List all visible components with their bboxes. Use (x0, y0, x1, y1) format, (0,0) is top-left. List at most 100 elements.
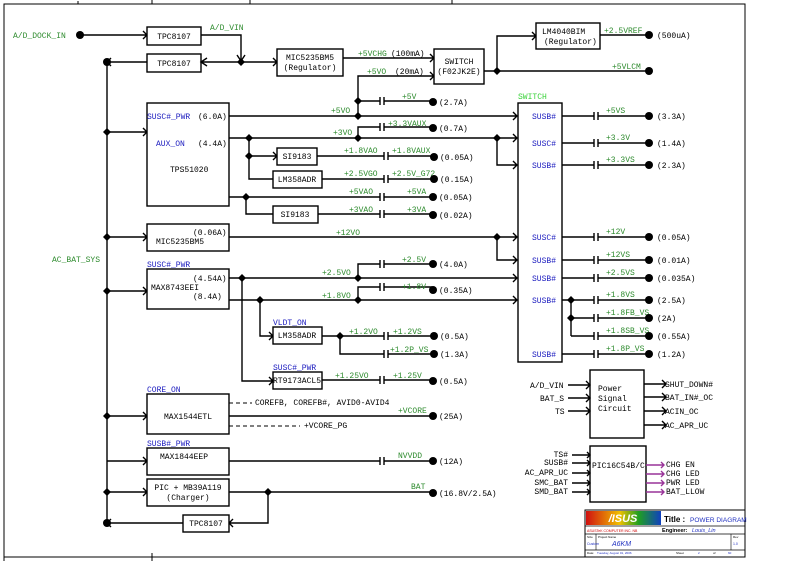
switch-output-current: (0.55A) (657, 333, 691, 342)
pic-output-label: BAT_LLOW (666, 488, 705, 497)
corefb-signals-label: COREFB, COREFB#, AVID0-AVID4 (255, 399, 390, 408)
switch-port-label: SUSB# (532, 275, 556, 284)
rail-2-5v-current: (4.0A) (439, 261, 468, 270)
rail-5vchg-current: (100mA) (391, 50, 425, 59)
psc-output-label: SHUT_DOWN# (665, 381, 713, 390)
lm358-b-vldt-on-label: VLDT_ON (273, 319, 307, 328)
switch-output-wire (562, 161, 648, 169)
switch-output-node (645, 332, 653, 340)
lm4040-label: LM4040BIM (542, 28, 585, 37)
switch-port-label: SUSB# (532, 297, 556, 306)
switch-block-title: SWITCH (518, 93, 547, 102)
switch-output-current: (2.3A) (657, 162, 686, 171)
mic5235bm5-12v-name: MIC5235BM5 (156, 238, 204, 247)
switch-output-node (645, 112, 653, 120)
rail-1-8v-label: +1.8V (402, 283, 426, 292)
switch-output-current: (0.05A) (657, 234, 691, 243)
rail-vcore-current: (25A) (439, 413, 463, 422)
rail-5v-current: (2.7A) (439, 99, 468, 108)
switch-port-label: SUSB# (532, 113, 556, 122)
asus-logo (586, 511, 661, 525)
rail-1-2vs-current: (0.5A) (440, 333, 469, 342)
psc-input-label: TS (555, 408, 565, 417)
tps51020-susc-pwr-label: SUSC#_PWR (147, 113, 190, 122)
rail-1-8vaux-label: +1.8VAUX (392, 147, 431, 156)
rail-5vo-switch-current: (20mA) (395, 68, 424, 77)
project-value: A6KM (611, 541, 631, 548)
pic-input-label: SMC_BAT (534, 479, 568, 488)
rail-3vao-label: +3VAO (349, 206, 373, 215)
switch-f02jk2e-block (433, 48, 485, 85)
switch-output-current: (2A) (657, 315, 676, 324)
rail-5vo-switch-label: +5VO (367, 68, 386, 77)
rail-5vao-label: +5VAO (349, 188, 373, 197)
switch-output-label: +1.8P_VS (606, 345, 645, 354)
pic-output-wire (646, 461, 665, 469)
mic5235-regulator-label: MIC5235BM5 (286, 54, 334, 63)
rail-5vchg-label: +5VCHG (358, 50, 387, 59)
mic5235-regulator-block (276, 48, 344, 77)
psc-input-wire (568, 380, 591, 390)
rail-1-25vo-label: +1.25VO (335, 372, 369, 381)
switch-output-node (645, 233, 653, 241)
switch-output-label: +12VS (606, 251, 630, 260)
switch-output-label: +2.5VS (606, 269, 635, 278)
psc-output-label: ACIN_OC (665, 408, 699, 417)
tpc8107-mid-label: TPC8107 (157, 60, 191, 69)
switch-output-wire (562, 256, 648, 264)
rail-12vo-label: +12VO (336, 229, 360, 238)
pic16c54-name: PIC16C54B/C (592, 462, 645, 471)
rail-1-2vo-label: +1.2VO (349, 328, 378, 337)
switch-f02jk2e-label: SWITCH (445, 58, 474, 67)
psc-output-wire (644, 392, 667, 402)
tpc8107-top-label: TPC8107 (157, 33, 191, 42)
max1544etl-name: MAX1544ETL (164, 413, 212, 422)
switch-output-wire (571, 314, 648, 322)
psc-input-wire (568, 393, 591, 403)
rail-5vlcm-label: +5VLCM (612, 63, 641, 72)
pic-output-wire (646, 479, 665, 487)
pic-input-label: SUSB# (544, 459, 568, 468)
switch-output-wire (562, 350, 648, 358)
max1844-susb-pwr-label: SUSB#_PWR (147, 440, 190, 449)
switch-output-node (645, 350, 653, 358)
psc-output-label: BAT_IN#_OC (665, 394, 713, 403)
rail-1-2vs-label: +1.2VS (393, 328, 422, 337)
switch-output-label: +1.8SB_VS (606, 327, 649, 336)
switch-port-label: SUSC# (532, 234, 556, 243)
switch-output-wire (562, 139, 648, 147)
sheet-value: 2 (698, 551, 700, 555)
page-border (3, 3, 746, 558)
engineer-value: Louis_Lin (692, 528, 716, 534)
switch-output-current: (1.2A) (657, 351, 686, 360)
rail-5va-current: (0.05A) (439, 194, 473, 203)
rail-3-3vaux-label: +3.3VAUX (388, 120, 427, 129)
max1844eep-block (146, 447, 230, 476)
switch-port-label: SUSB# (532, 257, 556, 266)
switch-output-label: +3.3VS (606, 156, 635, 165)
rail-3va-current: (0.02A) (439, 212, 473, 221)
switch-output-wire (562, 274, 648, 282)
rail-3vo-label: +3VO (333, 129, 352, 138)
tps51020-aux-on-label: AUX_ON (156, 140, 185, 149)
mic5235bm5-12v-current: (0.06A) (193, 229, 227, 238)
psc-output-wire (644, 420, 667, 430)
rail-2-5v-g72-label: +2.5V_G72 (392, 170, 435, 179)
rev-value: 1.0 (733, 542, 738, 546)
pic-input-wire (572, 459, 591, 467)
rail-5vo-label: +5VO (331, 107, 350, 116)
date-value: Tuesday, August 01, 2006 (597, 551, 632, 555)
tps51020-current-2: (4.4A) (198, 140, 227, 149)
switch-f02jk2e-sublabel: (F02JK2E) (437, 68, 480, 77)
pic-input-wire (572, 488, 591, 496)
rail-1-8vaux-current: (0.05A) (440, 154, 474, 163)
switch-output-current: (0.035A) (657, 275, 695, 284)
switch-output-current: (1.4A) (657, 140, 686, 149)
rail-5vlcm-node (645, 67, 653, 75)
pic-input-label: SMD_BAT (534, 488, 568, 497)
lm358adr-b-label: LM358ADR (278, 332, 317, 341)
switch-output-wire (562, 112, 648, 120)
switch-port-label: SUSB# (532, 351, 556, 360)
max8743-current-1: (4.54A) (193, 275, 227, 284)
rail-1-25v-current: (0.5A) (439, 378, 468, 387)
